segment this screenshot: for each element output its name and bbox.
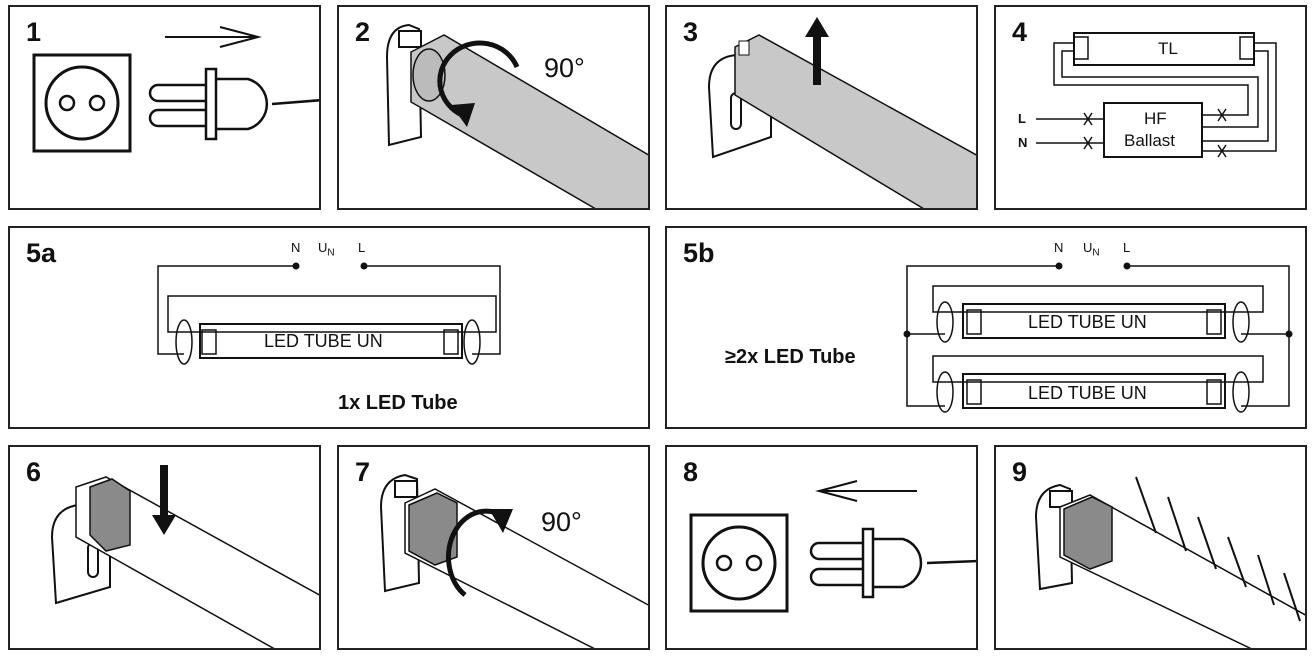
step-number: 4 (1012, 17, 1028, 47)
neutral-terminal-label: N (291, 240, 301, 255)
step-number: 5b (683, 238, 715, 268)
plug-icon (148, 67, 319, 141)
led-tube-label: LED TUBE UN (264, 331, 383, 351)
ballast-label-line1: HF (1144, 109, 1167, 128)
step-number: 3 (683, 17, 699, 47)
rotate-led-tube-illustration (379, 473, 648, 648)
rotation-angle-label: 90° (544, 53, 585, 83)
ballast-label-line2: Ballast (1124, 131, 1176, 150)
led-tube-icon (1059, 494, 1305, 648)
tl-label: TL (1158, 39, 1178, 58)
rotation-angle-label: 90° (541, 507, 582, 537)
step-7-panel: 7 90° (337, 445, 650, 650)
led-tube-label-2: LED TUBE UN (1028, 383, 1147, 403)
rotate-arrow-icon (445, 508, 513, 597)
plug-in-illustration (689, 480, 976, 613)
socket-icon (689, 513, 789, 613)
step-5b-panel: 5b N UN L LED TUBE UN LED TUBE UN ≥2x LE… (665, 226, 1307, 429)
voltage-label: UN (318, 240, 335, 259)
fluorescent-tube-icon (734, 34, 976, 208)
live-terminal-label: L (1123, 240, 1131, 255)
step-number: 2 (355, 17, 371, 47)
step-number: 9 (1012, 457, 1028, 487)
arrow-right-icon (165, 26, 262, 48)
led-tube-label-1: LED TUBE UN (1028, 312, 1147, 332)
fluorescent-tube-icon (410, 34, 648, 208)
step-5a-panel: 5a N UN L LED TUBE UN 1x LED Tube (8, 226, 650, 429)
step-8-panel: 8 (665, 445, 978, 650)
step-9-panel: 9 (994, 445, 1307, 650)
step-6-panel: 6 (8, 445, 321, 650)
arrow-left-icon (815, 480, 917, 502)
step-number: 5a (26, 238, 57, 268)
tube-lit-illustration (1034, 476, 1305, 648)
plug-icon (809, 527, 976, 599)
rotate-arrow-icon (437, 40, 520, 127)
single-tube-wiring-diagram (157, 262, 501, 365)
multi-tube-wiring-diagram (903, 262, 1293, 413)
step-number: 7 (355, 457, 371, 487)
led-tube-icon (404, 488, 648, 648)
rotate-tube-illustration (385, 23, 648, 208)
socket-icon (32, 53, 132, 153)
insert-led-tube-illustration (50, 465, 319, 648)
arrow-up-icon (805, 17, 829, 85)
step-4-panel: 4 TL HF Ballast L N (994, 5, 1307, 210)
step-1-panel: 1 (8, 5, 321, 210)
step-number: 6 (26, 457, 42, 487)
neutral-label: N (1018, 135, 1028, 150)
live-label: L (1018, 111, 1026, 126)
disconnect-marks (1083, 108, 1227, 158)
tube-count-caption: ≥2x LED Tube (725, 346, 856, 368)
arrow-down-icon (152, 465, 176, 535)
step-number: 8 (683, 457, 699, 487)
unplug-illustration (32, 26, 319, 153)
tube-count-caption: 1x LED Tube (338, 392, 458, 414)
step-2-panel: 2 90° (337, 5, 650, 210)
voltage-label: UN (1083, 240, 1100, 259)
neutral-terminal-label: N (1054, 240, 1064, 255)
light-rays-icon (1135, 476, 1301, 622)
step-number: 1 (26, 17, 42, 47)
step-3-panel: 3 (665, 5, 978, 210)
lift-tube-illustration (707, 17, 976, 208)
led-tube-icon (75, 476, 319, 648)
ballast-wiring-diagram (1036, 32, 1277, 158)
live-terminal-label: L (358, 240, 366, 255)
